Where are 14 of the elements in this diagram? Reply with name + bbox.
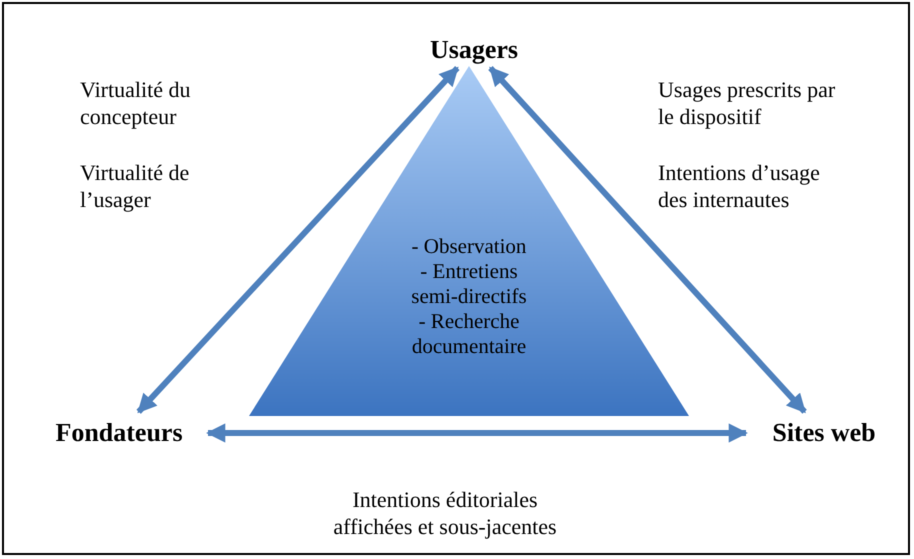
relation-note: Intentions d’usage des internautes: [658, 159, 821, 213]
double-arrow: [206, 423, 748, 443]
relation-note: Intentions éditoriales affichées et sous-jacentes: [332, 486, 558, 540]
relation-note: Usages prescrits par le dispositif: [658, 76, 836, 130]
double-arrow: [136, 66, 460, 414]
method-item: - Observation: [410, 234, 528, 259]
actor-label: Usagers: [409, 32, 539, 68]
relation-note: Virtualité de l’usager: [80, 159, 190, 213]
actor-label: Sites web: [749, 414, 899, 452]
double-arrow: [488, 66, 807, 414]
method-item: - Entretiens semi-directifs: [410, 259, 528, 309]
relation-note: Virtualité du concepteur: [80, 76, 192, 130]
actor-label: Fondateurs: [30, 414, 208, 452]
method-item: - Recherche documentaire: [410, 309, 528, 359]
